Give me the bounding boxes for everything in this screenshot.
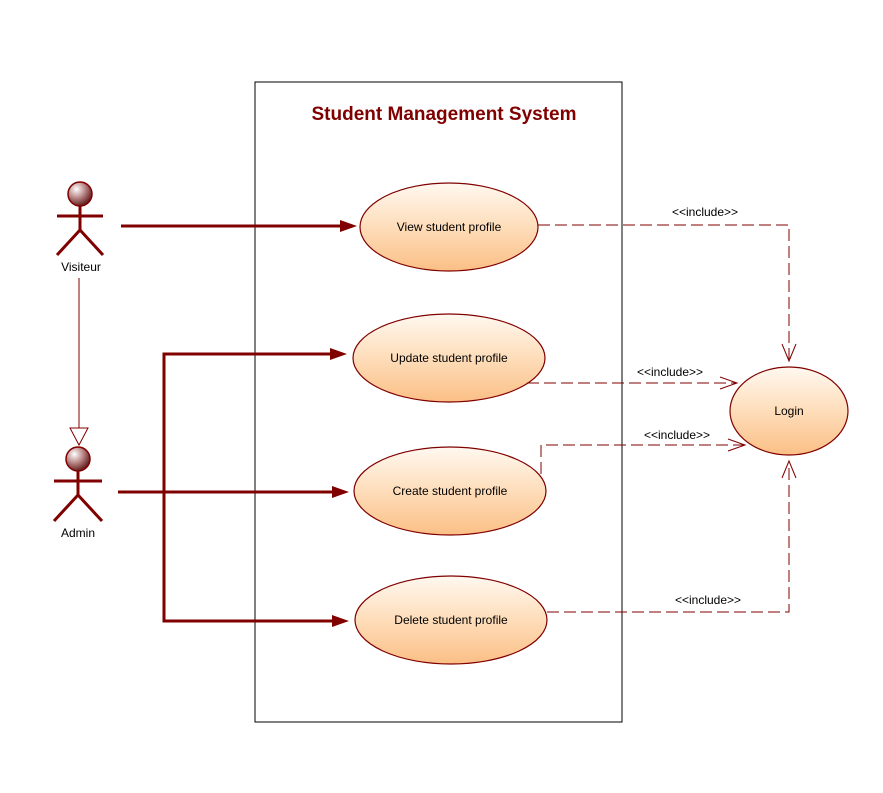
usecase-create[interactable]: Create student profile <box>353 446 547 536</box>
include-label-delete: <<include>> <box>675 593 741 607</box>
actor-admin[interactable]: Admin <box>52 446 104 540</box>
usecase-update-label: Update student profile <box>390 351 508 365</box>
include-label-create: <<include>> <box>644 428 710 442</box>
association-visiteur-view <box>121 220 357 232</box>
usecase-login-label: Login <box>774 404 803 418</box>
include-create-login: <<include>> <box>540 428 747 474</box>
actor-head-icon <box>67 181 93 207</box>
include-label-update: <<include>> <box>637 365 703 379</box>
include-delete-login: <<include>> <box>547 459 797 613</box>
usecase-delete-label: Delete student profile <box>394 613 508 627</box>
include-update-login: <<include>> <box>527 365 739 390</box>
usecase-update[interactable]: Update student profile <box>352 313 546 403</box>
actor-admin-label: Admin <box>61 526 95 540</box>
system-boundary <box>254 81 623 723</box>
actor-visiteur[interactable]: Visiteur <box>55 181 105 274</box>
usecase-view-label: View student profile <box>397 220 502 234</box>
usecase-delete[interactable]: Delete student profile <box>354 575 548 665</box>
usecase-create-label: Create student profile <box>393 484 508 498</box>
usecase-login[interactable]: Login <box>729 366 849 456</box>
association-admin-usecases <box>118 348 349 627</box>
actor-visiteur-label: Visiteur <box>61 260 101 274</box>
include-view-login: <<include>> <box>538 205 797 363</box>
usecase-view[interactable]: View student profile <box>359 182 539 272</box>
include-label-view: <<include>> <box>672 205 738 219</box>
generalization-admin-visiteur <box>69 278 89 447</box>
system-title: Student Management System <box>312 104 577 125</box>
actor-head-icon <box>65 446 91 472</box>
